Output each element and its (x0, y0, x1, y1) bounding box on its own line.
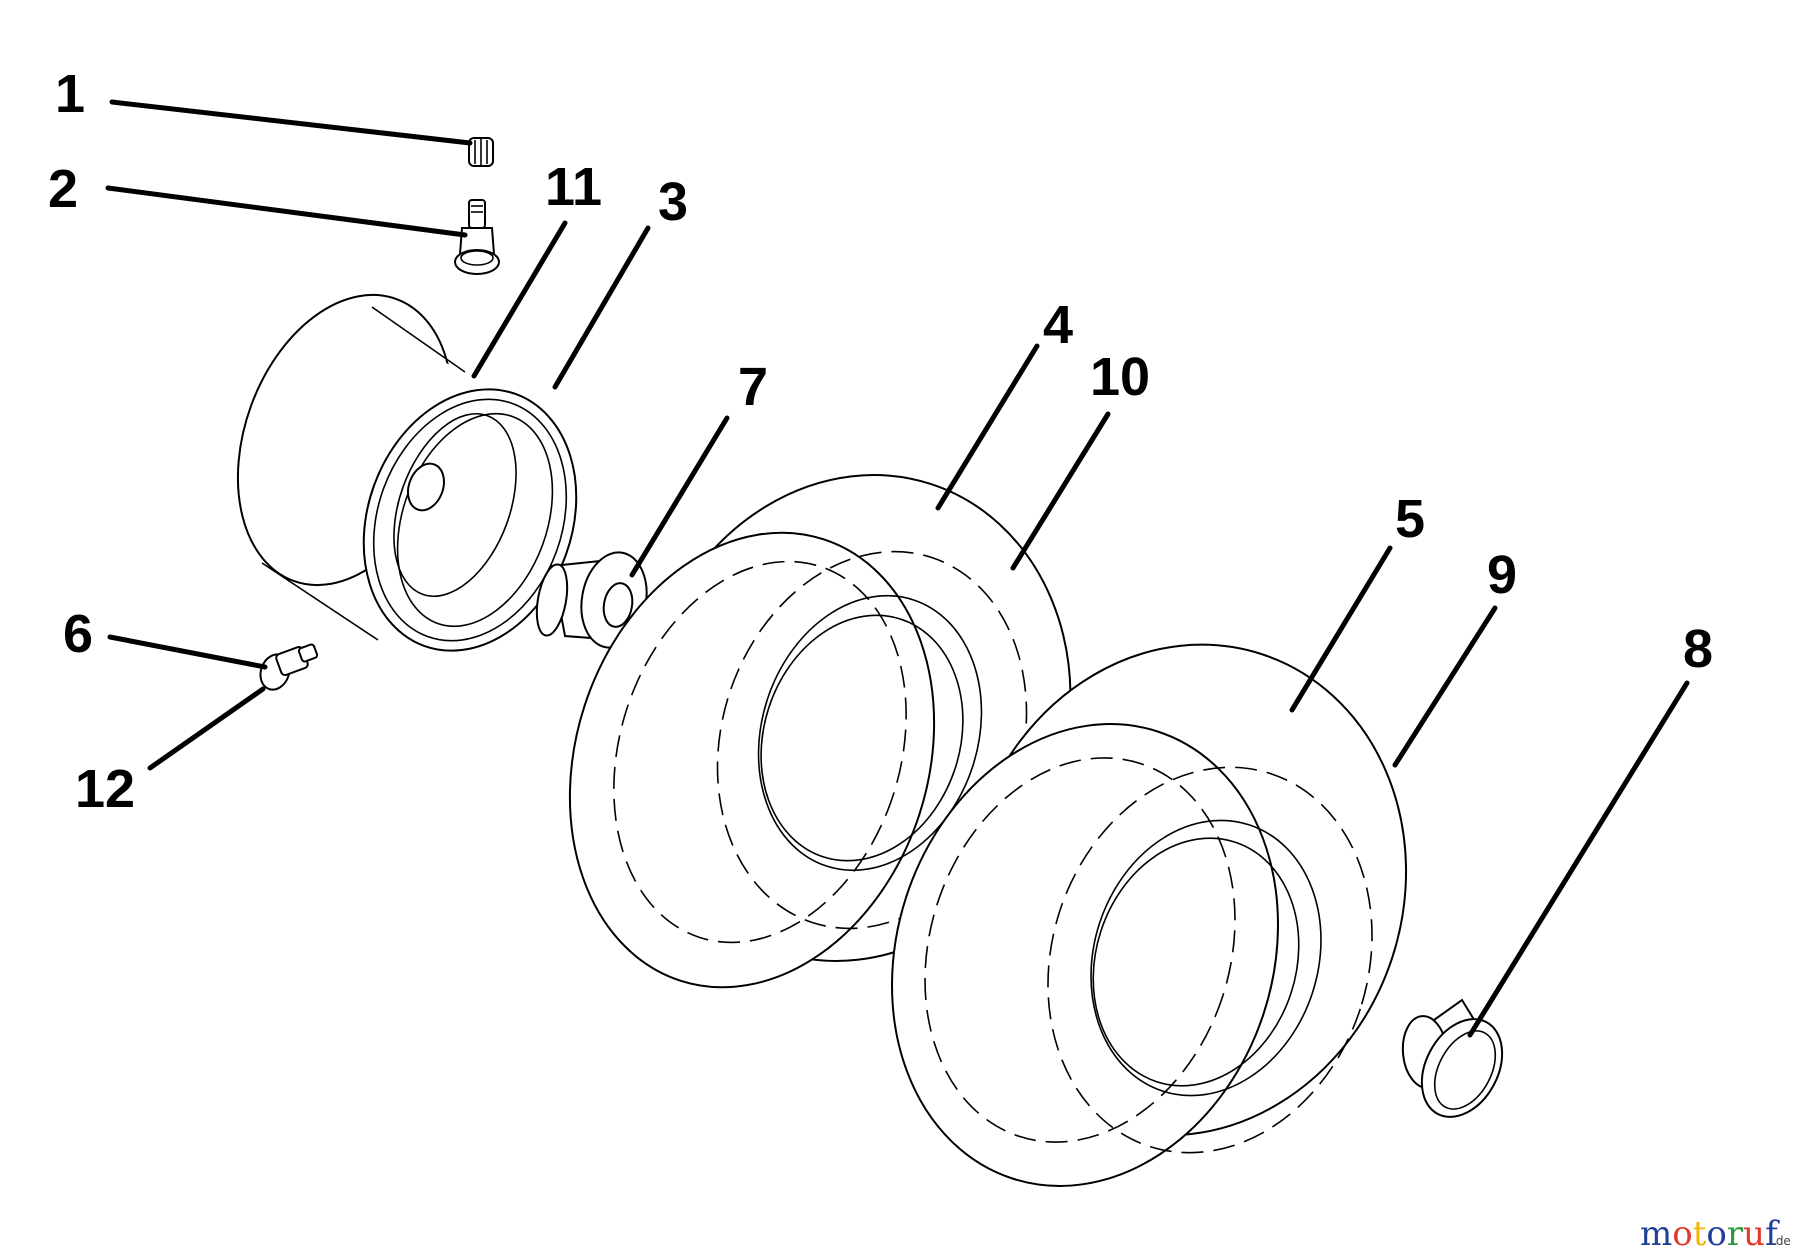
leader-2 (105, 185, 468, 238)
wm-letter-r: r (1727, 1214, 1744, 1254)
callout-4: 4 (1043, 295, 1073, 355)
valve-stem-part (454, 199, 500, 275)
leader-3 (552, 225, 651, 390)
leader-12 (147, 686, 266, 771)
callout-8: 8 (1683, 619, 1713, 679)
hub-cap-part (1401, 998, 1504, 1118)
callout-labels: 1 2 11 3 7 4 10 5 9 8 6 12 (48, 64, 1713, 819)
valve-cap-part (468, 137, 494, 167)
grease-fitting-part (259, 643, 319, 691)
leader-9 (1392, 605, 1498, 768)
wm-letter-o2: o (1706, 1214, 1726, 1254)
callout-11: 11 (545, 157, 602, 217)
callout-6: 6 (63, 604, 93, 664)
tire-rear-part (891, 643, 1408, 1187)
leader-10 (1010, 411, 1111, 571)
leader-8 (1467, 680, 1690, 1038)
leader-1 (109, 99, 473, 146)
callout-2: 2 (48, 159, 78, 219)
callout-5: 5 (1395, 489, 1425, 549)
wm-letter-t: t (1693, 1214, 1707, 1254)
leader-11 (471, 220, 568, 379)
wm-letter-m: m (1640, 1214, 1672, 1254)
wm-suffix: .de (1772, 1234, 1791, 1248)
svg-text:motoruf: motoruf (1640, 1214, 1780, 1254)
wm-letter-o1: o (1672, 1214, 1692, 1254)
leader-5 (1289, 545, 1393, 713)
callout-12: 12 (75, 759, 135, 819)
callout-1: 1 (55, 64, 85, 124)
leader-lines (105, 99, 1690, 1038)
callout-10: 10 (1090, 347, 1150, 407)
wm-letter-u: u (1743, 1214, 1765, 1254)
leader-7 (629, 415, 730, 578)
watermark-logo: motoruf .de (1640, 1214, 1791, 1254)
leader-6 (107, 634, 268, 670)
callout-7: 7 (738, 357, 768, 417)
callout-3: 3 (658, 172, 688, 232)
leader-4 (935, 343, 1040, 511)
wheel-rim-part (236, 293, 578, 652)
callout-9: 9 (1487, 545, 1517, 605)
wm-letter-f: f (1765, 1214, 1780, 1254)
